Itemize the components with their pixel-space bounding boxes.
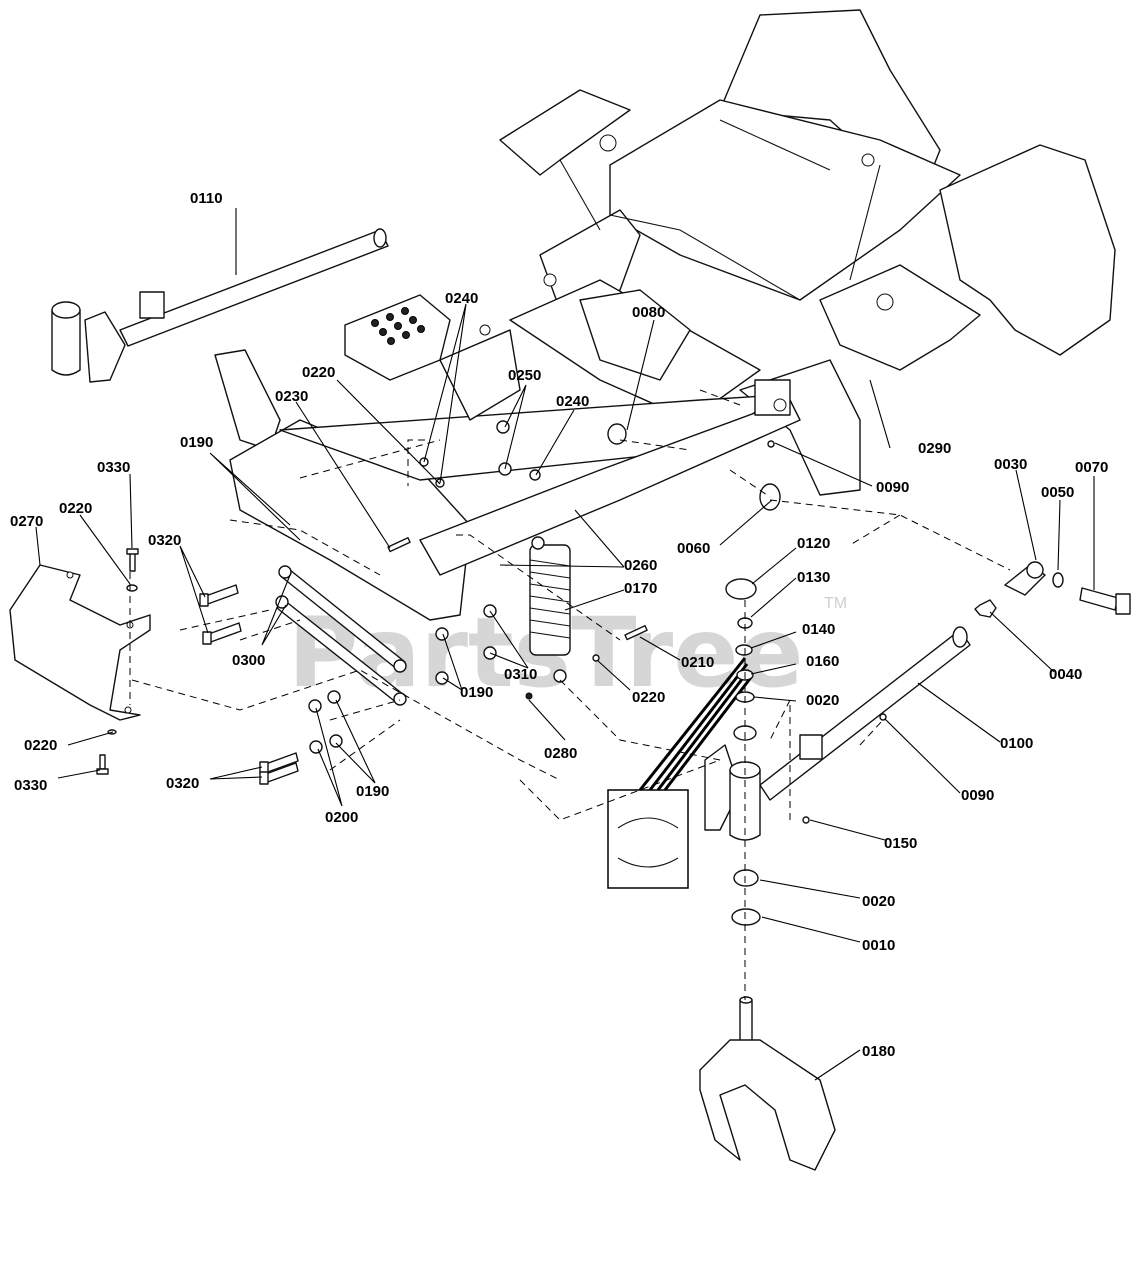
callout-0170: 0170 <box>624 580 657 597</box>
callout-0220-mid: 0220 <box>632 689 665 706</box>
detail-inset <box>607 657 754 889</box>
part-labels: 0110 0240 0080 0220 0230 0250 0240 0190 … <box>10 190 1108 1060</box>
hardware <box>96 420 1131 926</box>
callout-0050: 0050 <box>1041 484 1074 501</box>
callout-0330-lower: 0330 <box>14 777 47 794</box>
callout-0310: 0310 <box>504 666 537 683</box>
callout-0120: 0120 <box>797 535 830 552</box>
callout-0240-upper: 0240 <box>445 290 478 307</box>
callout-0100: 0100 <box>1000 735 1033 752</box>
callout-0320-lower: 0320 <box>166 775 199 792</box>
callout-0200: 0200 <box>325 809 358 826</box>
pivot-yoke-0180 <box>699 996 836 1171</box>
callout-0060: 0060 <box>677 540 710 557</box>
callout-0240-mid: 0240 <box>556 393 589 410</box>
callout-0030: 0030 <box>994 456 1027 473</box>
callout-0080: 0080 <box>632 304 665 321</box>
callout-0110: 0110 <box>190 190 223 207</box>
callout-0220-left: 0220 <box>59 500 92 517</box>
foot-plate <box>371 307 425 345</box>
callout-0090-lower: 0090 <box>961 787 994 804</box>
leader-lines <box>35 208 1095 1081</box>
callout-0220-lower: 0220 <box>24 737 57 754</box>
callout-0180: 0180 <box>862 1043 895 1060</box>
axle-0110 <box>51 228 389 383</box>
callout-0020-lower: 0020 <box>862 893 895 910</box>
callout-0230: 0230 <box>275 388 308 405</box>
callout-0010: 0010 <box>862 937 895 954</box>
watermark-trademark: TM <box>824 595 847 612</box>
callout-0020-upper: 0020 <box>806 692 839 709</box>
callout-0300: 0300 <box>232 652 265 669</box>
callout-0140: 0140 <box>802 621 835 638</box>
callout-0320-upper: 0320 <box>148 532 181 549</box>
callout-0190-upper: 0190 <box>180 434 213 451</box>
callout-0190-mid: 0190 <box>460 684 493 701</box>
callout-0280: 0280 <box>544 745 577 762</box>
callout-0070: 0070 <box>1075 459 1108 476</box>
callout-0210: 0210 <box>681 654 714 671</box>
callout-0260: 0260 <box>624 557 657 574</box>
callout-0160: 0160 <box>806 653 839 670</box>
axle-0100 <box>704 626 971 841</box>
callout-0190-lower: 0190 <box>356 783 389 800</box>
callout-0130: 0130 <box>797 569 830 586</box>
callout-0040: 0040 <box>1049 666 1082 683</box>
shock-0170 <box>529 536 571 683</box>
callout-0330-upper: 0330 <box>97 459 130 476</box>
callout-0250: 0250 <box>508 367 541 384</box>
callout-0220-upper: 0220 <box>302 364 335 381</box>
callout-0150: 0150 <box>884 835 917 852</box>
callout-0090-upper: 0090 <box>876 479 909 496</box>
callout-0270: 0270 <box>10 513 43 530</box>
main-frame <box>214 9 1116 621</box>
callout-0290: 0290 <box>918 440 951 457</box>
dashed-lines <box>129 389 1011 1000</box>
